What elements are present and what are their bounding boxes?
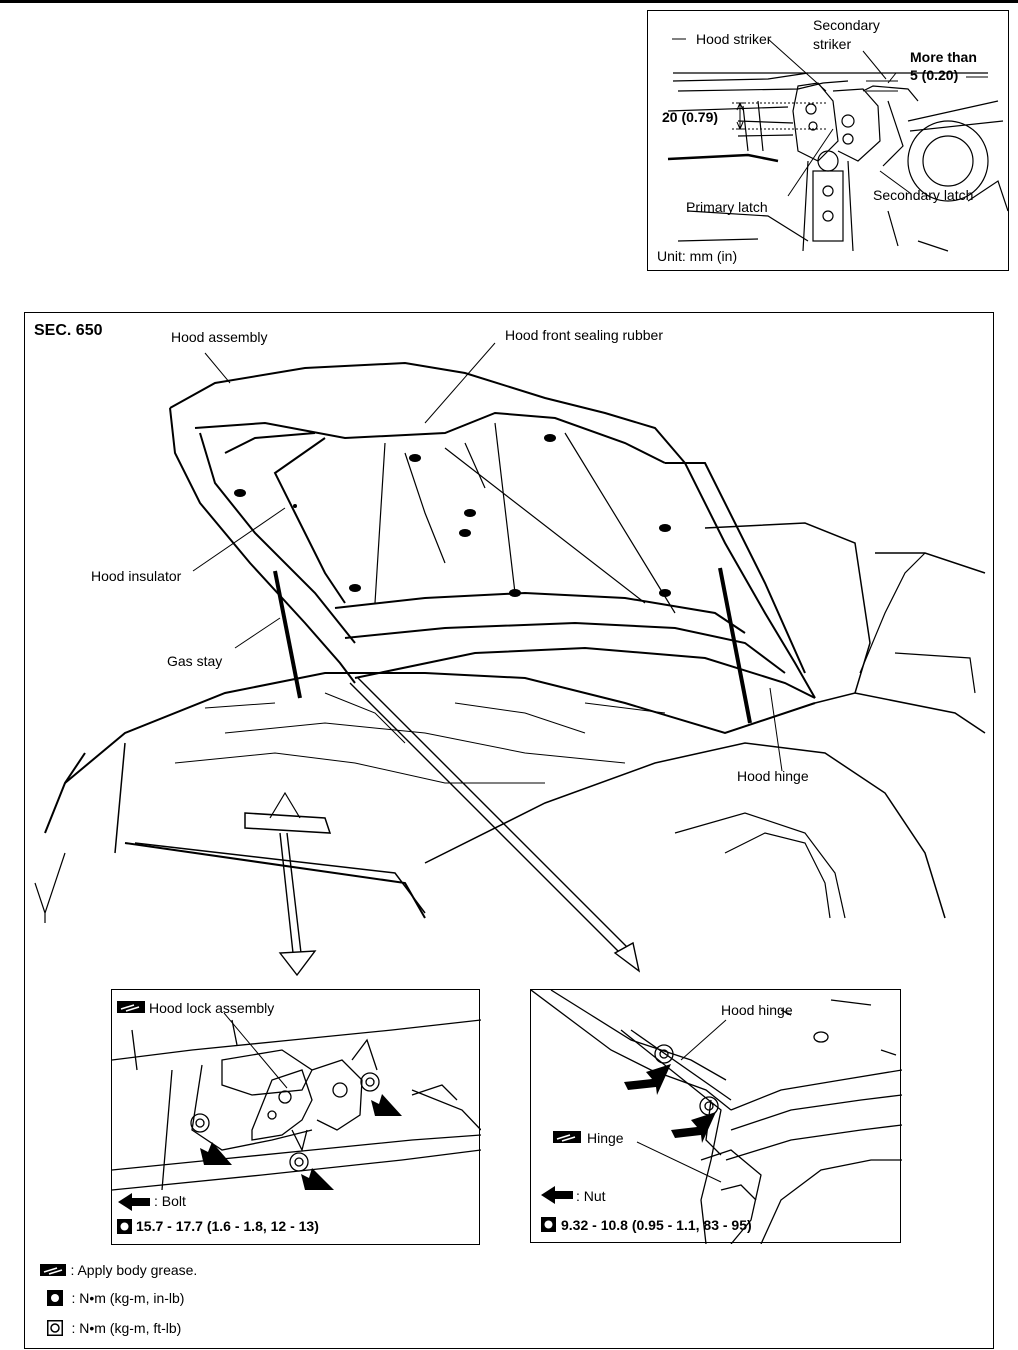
hood-lock-detail-box: Hood lock assembly : Bolt 15.7 - 17.7 (1…: [111, 989, 481, 1245]
legend-nm-inlb: : N•m (kg-m, in-lb): [47, 1289, 184, 1307]
legend-grease: : Apply body grease.: [40, 1261, 197, 1279]
latch-detail-box: Hood striker Secondary striker More than…: [647, 10, 1009, 271]
dimension-label: 20 (0.79): [662, 109, 719, 125]
legend-grease-text: : Apply body grease.: [70, 1261, 198, 1278]
hood-assembly-label: Hood assembly: [171, 329, 268, 345]
hood-front-sealing-rubber-label: Hood front sealing rubber: [505, 327, 663, 343]
torque-wrench-icon: [47, 1319, 63, 1336]
torque-wrench-icon: [47, 1289, 63, 1306]
hood-hinge-detail-label: Hood hinge: [721, 1002, 793, 1018]
gas-stay-label: Gas stay: [167, 653, 223, 669]
hood-assembly-drawing: [34, 342, 986, 977]
section-number: SEC. 650: [34, 322, 103, 339]
torque-wrench-icon: [541, 1217, 556, 1232]
main-diagram-box: SEC. 650 Hood assembly Hood front sealin…: [24, 312, 994, 1349]
hinge-torque-label: 9.32 - 10.8 (0.95 - 1.1, 83 - 95): [561, 1217, 752, 1233]
hood-hinge-detail-box: Hood hinge Hinge : Nut 9.32 - 10.8 (0.95…: [530, 989, 902, 1244]
top-rule: [0, 0, 1018, 3]
grease-icon: [40, 1263, 66, 1276]
legend: : Apply body grease. : N•m (kg-m, in-lb)…: [40, 1261, 440, 1341]
hood-insulator-label: Hood insulator: [91, 568, 182, 584]
hood-striker-label: Hood striker: [696, 31, 772, 47]
hood-lock-drawing: [112, 1001, 481, 1234]
secondary-latch-label: Secondary latch: [873, 187, 974, 203]
secondary-striker-label-2: striker: [813, 36, 852, 52]
bolt-label: : Bolt: [154, 1193, 186, 1209]
nut-label: : Nut: [576, 1188, 606, 1204]
torque-wrench-icon: [117, 1219, 132, 1234]
more-than-value: 5 (0.20): [910, 67, 959, 83]
grease-icon: [553, 1131, 581, 1143]
unit-label: Unit: mm (in): [657, 248, 738, 264]
legend-nm-inlb-text: : N•m (kg-m, in-lb): [71, 1289, 185, 1306]
more-than-label: More than: [910, 49, 977, 65]
lock-torque-label: 15.7 - 17.7 (1.6 - 1.8, 12 - 13): [136, 1218, 319, 1234]
legend-nm-ftlb-text: : N•m (kg-m, ft-lb): [71, 1319, 182, 1336]
latch-detail-drawing: [667, 38, 1009, 252]
hood-hinge-drawing: [531, 990, 902, 1244]
hinge-label: Hinge: [587, 1130, 624, 1146]
grease-icon: [117, 1001, 145, 1013]
primary-latch-label: Primary latch: [686, 199, 768, 215]
secondary-striker-label-1: Secondary: [813, 17, 880, 33]
hood-lock-assembly-label: Hood lock assembly: [149, 1000, 275, 1016]
hood-hinge-label: Hood hinge: [737, 768, 809, 784]
legend-nm-ftlb: : N•m (kg-m, ft-lb): [47, 1319, 181, 1337]
